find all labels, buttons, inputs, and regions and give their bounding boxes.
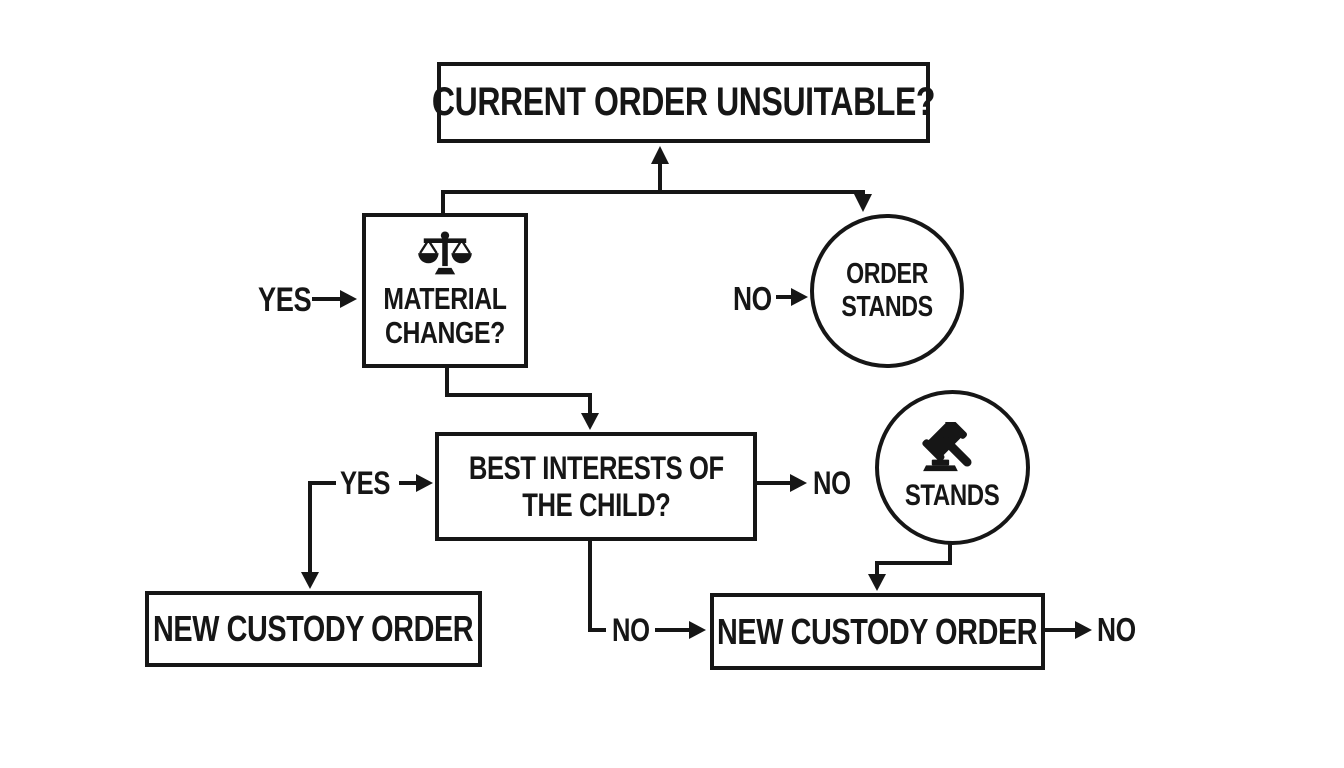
edge-best-interests-no-right [757, 474, 807, 492]
edge-label-no-into-new-custody: NO [612, 612, 650, 648]
node-stands: STANDS [875, 390, 1030, 545]
edge-yes-to-new-custody-left [301, 481, 336, 589]
node-current-order-unsuitable: CURRENT ORDER UNSUITABLE? [432, 62, 935, 143]
edge-material-to-best-interests [445, 368, 599, 430]
edge-best-interests-no-down [588, 541, 706, 639]
edge-no-order-stands [776, 288, 808, 306]
edge-label-no-order-stands: NO [733, 280, 772, 317]
node-new-custody-order-left: NEW CUSTODY ORDER [145, 591, 482, 667]
edge-label-yes-material: YES [258, 281, 312, 319]
node-label: MATERIAL CHANGE? [383, 280, 507, 350]
edge-yes-material [312, 290, 357, 308]
node-label: NEW CUSTODY ORDER [717, 610, 1038, 652]
node-label: NEW CUSTODY ORDER [153, 608, 474, 649]
edge-label-no-out-new-custody: NO [1097, 611, 1136, 648]
edge-new-custody-right-no-out [1045, 621, 1092, 639]
node-label: BEST INTERESTS OF THE CHILD? [468, 450, 724, 523]
edge-top-junction [441, 146, 872, 213]
node-material-change: MATERIAL CHANGE? [362, 213, 528, 368]
edge-label-yes-best-interests: YES [340, 465, 391, 501]
edge-yes-into-best-interests [399, 474, 433, 492]
gavel-icon [921, 422, 972, 472]
node-order-stands: ORDER STANDS [810, 214, 964, 368]
node-label: STANDS [905, 479, 1000, 512]
node-new-custody-order-right: NEW CUSTODY ORDER [710, 593, 1045, 670]
node-label: ORDER STANDS [841, 257, 933, 323]
edge-label-no-best-interests: NO [813, 465, 851, 501]
edge-stands-to-new-custody-right [868, 543, 952, 591]
scales-of-justice-icon [418, 231, 472, 275]
node-label: CURRENT ORDER UNSUITABLE? [431, 80, 936, 124]
node-best-interests-of-child: BEST INTERESTS OF THE CHILD? [435, 432, 757, 541]
